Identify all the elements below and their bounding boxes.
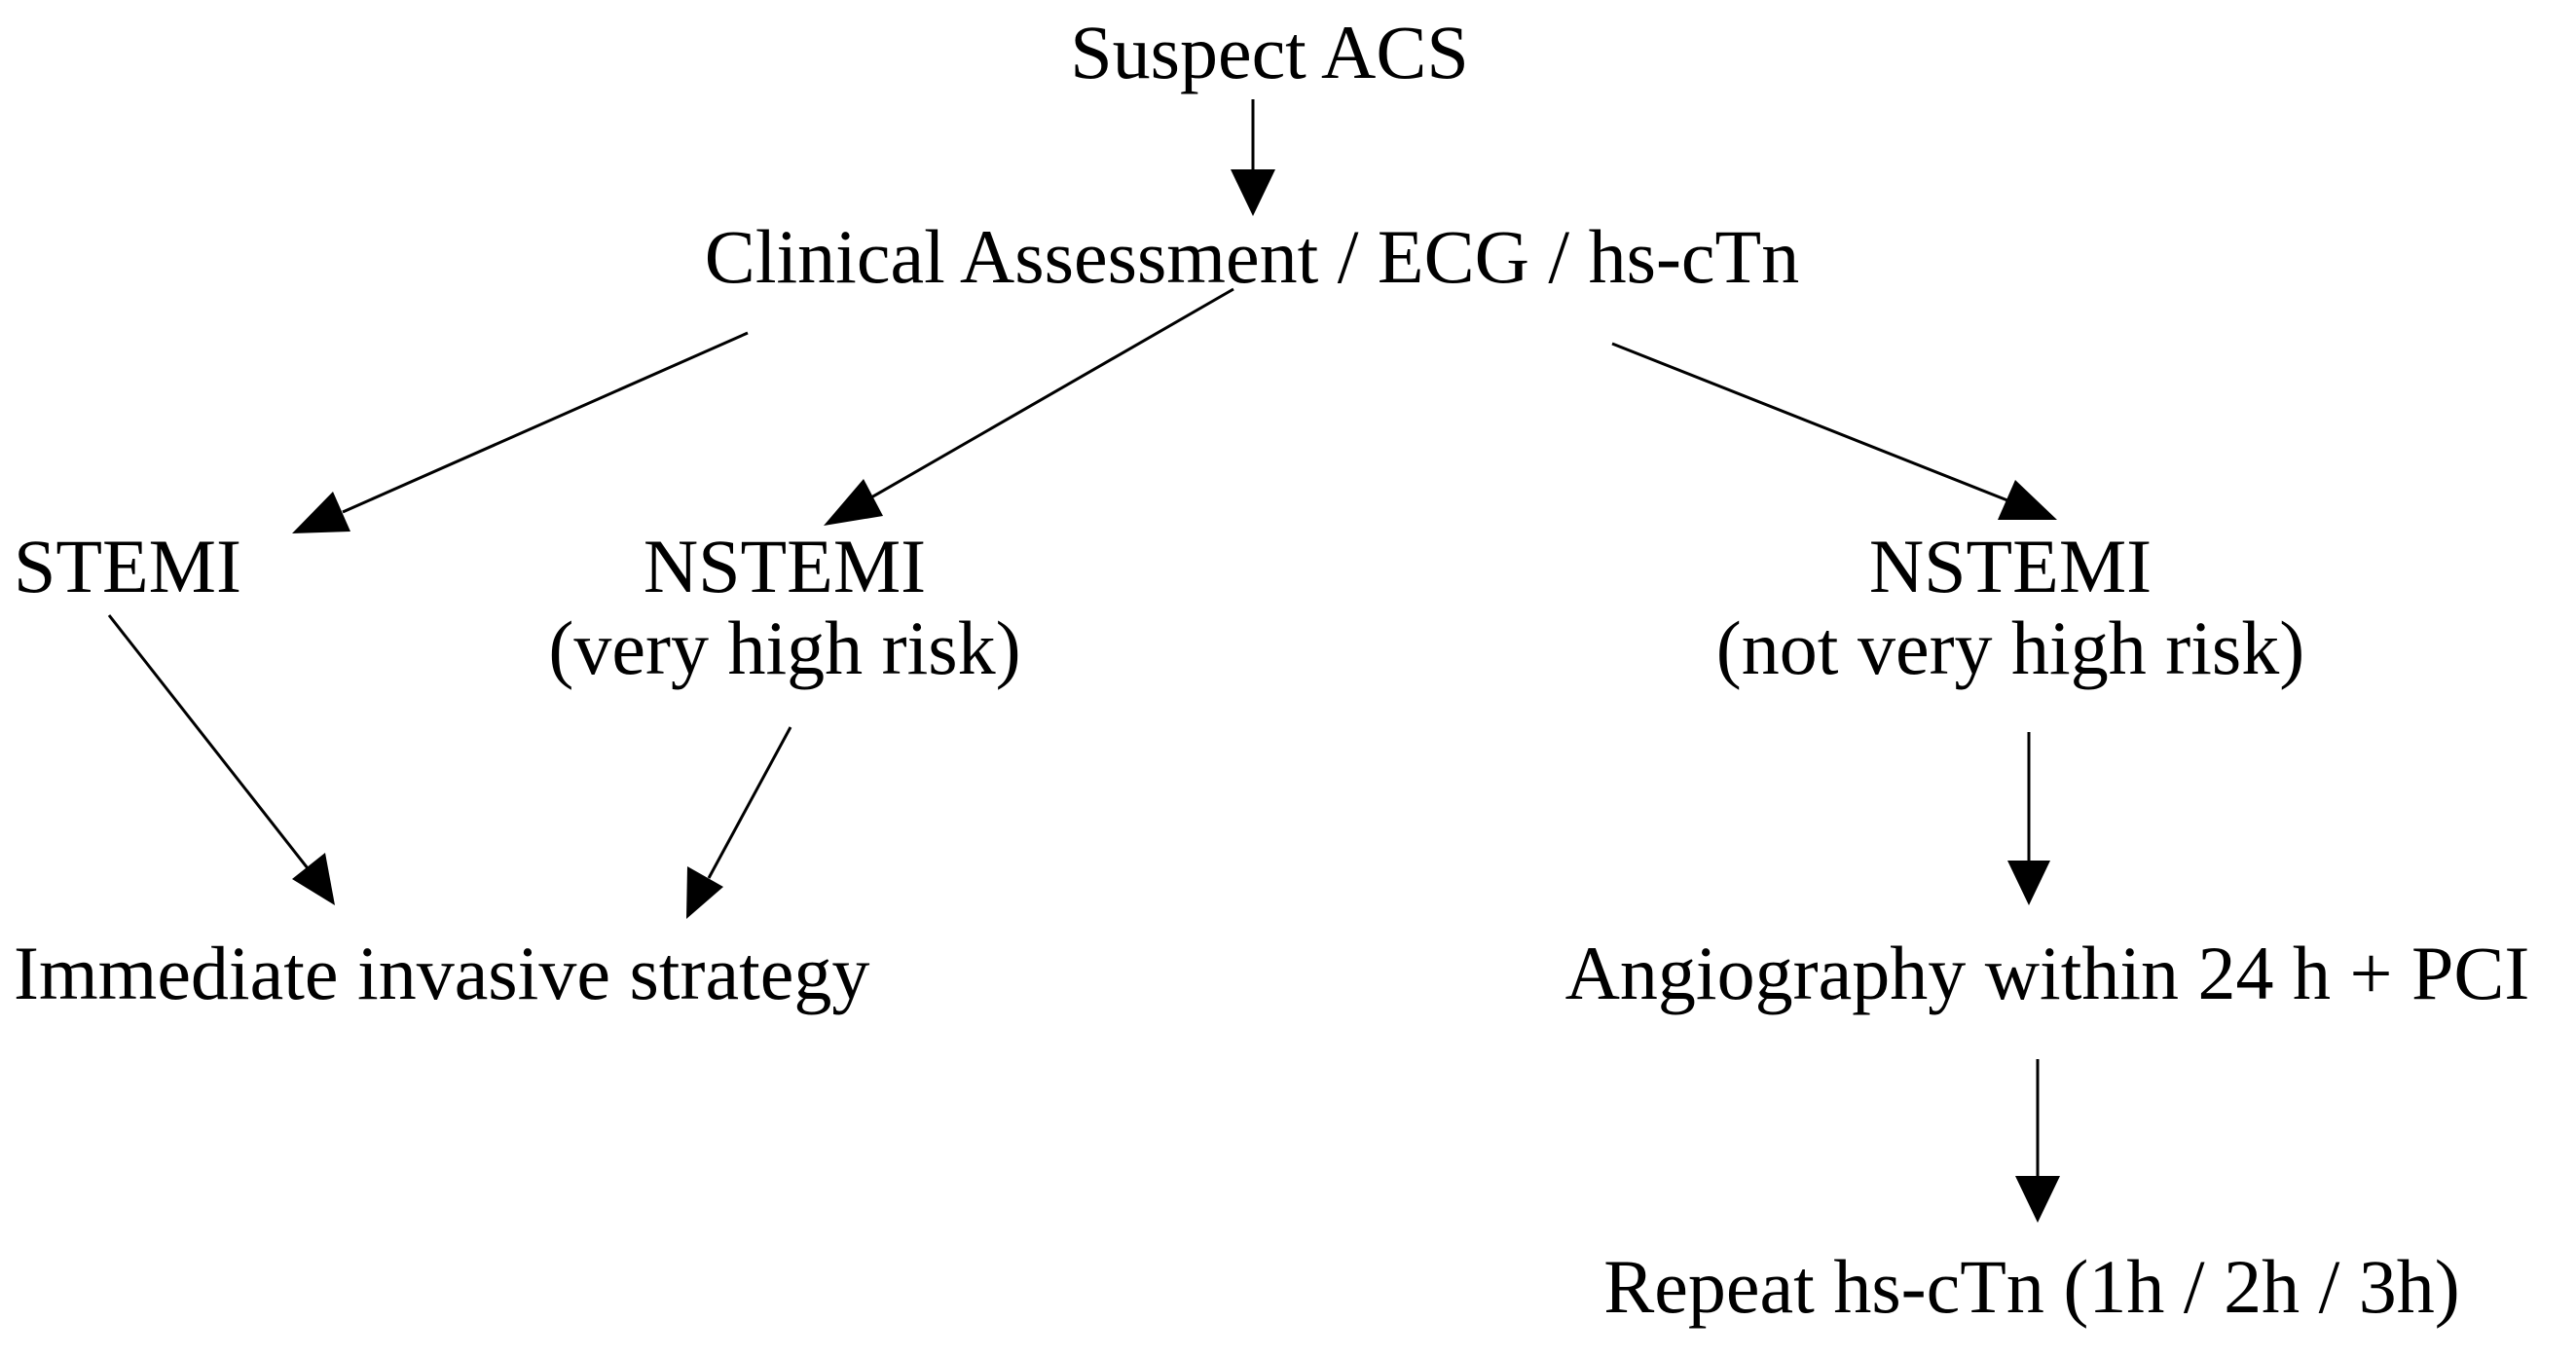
arrow-nstemi-high-to-immediate	[686, 726, 792, 919]
node-angiography-label: Angiography within 24 h + PCI	[1564, 931, 2530, 1015]
node-nstemi-very-high-risk: NSTEMI (very high risk)	[548, 524, 1021, 691]
arrow-assessment-to-nstemi-low	[1611, 342, 2057, 520]
node-immediate-invasive-strategy-label: Immediate invasive strategy	[14, 931, 870, 1015]
node-nstemi-very-high-risk-title: NSTEMI	[643, 524, 927, 608]
node-nstemi-very-high-risk-subtitle: (very high risk)	[548, 605, 1021, 691]
arrow-stemi-to-immediate	[107, 614, 335, 905]
node-nstemi-not-very-high-risk-title: NSTEMI	[1868, 524, 2153, 608]
node-clinical-assessment-label: Clinical Assessment / ECG / hs-cTn	[704, 214, 1800, 299]
node-nstemi-not-very-high-risk: NSTEMI (not very high risk)	[1715, 524, 2305, 691]
node-clinical-assessment: Clinical Assessment / ECG / hs-cTn	[704, 214, 1800, 299]
node-angiography: Angiography within 24 h + PCI	[1564, 931, 2530, 1015]
node-repeat-hs-ctn: Repeat hs-cTn (1h / 2h / 3h)	[1603, 1244, 2460, 1329]
node-suspect-acs-label: Suspect ACS	[1070, 10, 1469, 94]
arrow-suspect-to-assessment	[1231, 99, 1275, 216]
node-repeat-hs-ctn-label: Repeat hs-cTn (1h / 2h / 3h)	[1603, 1244, 2460, 1329]
node-nstemi-not-very-high-risk-subtitle: (not very high risk)	[1715, 605, 2305, 691]
arrow-assessment-to-stemi	[292, 331, 749, 533]
node-stemi: STEMI	[14, 524, 241, 608]
arrow-assessment-to-nstemi-high	[824, 287, 1234, 526]
node-immediate-invasive-strategy: Immediate invasive strategy	[14, 931, 870, 1015]
node-suspect-acs: Suspect ACS	[1070, 10, 1469, 94]
arrow-nstemi-low-to-angiography	[2007, 732, 2050, 905]
node-stemi-label: STEMI	[14, 524, 241, 608]
arrow-angiography-to-repeat	[2015, 1059, 2060, 1223]
